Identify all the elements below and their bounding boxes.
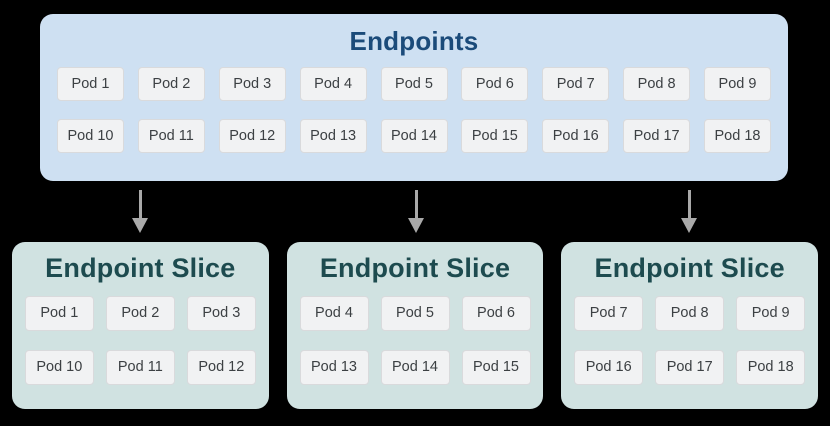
pod-node: Pod 3 — [186, 295, 256, 331]
pod-node: Pod 1 — [24, 295, 94, 331]
endpoints-box: Endpoints Pod 1 Pod 2 Pod 3 Pod 4 Pod 5 … — [40, 14, 788, 181]
slice-pod-row-2: Pod 16 Pod 17 Pod 18 — [574, 349, 806, 385]
endpoint-slice-title: Endpoint Slice — [319, 253, 511, 283]
pod-node: Pod 17 — [655, 349, 725, 385]
pod-node: Pod 4 — [299, 66, 367, 101]
pod-node: Pod 9 — [736, 295, 806, 331]
pod-node: Pod 4 — [299, 295, 369, 331]
slice-pod-grid: Pod 1 Pod 2 Pod 3 Pod 10 Pod 11 Pod 12 — [24, 295, 256, 385]
slice-pod-row-2: Pod 10 Pod 11 Pod 12 — [24, 349, 256, 385]
slice-pod-row-1: Pod 7 Pod 8 Pod 9 — [574, 295, 806, 331]
pod-node: Pod 14 — [380, 118, 448, 153]
pod-node: Pod 5 — [380, 66, 448, 101]
pod-node: Pod 14 — [380, 349, 450, 385]
pod-node: Pod 15 — [461, 349, 531, 385]
down-arrow-icon — [681, 190, 697, 233]
endpoint-slices-row: Endpoint Slice Pod 1 Pod 2 Pod 3 Pod 10 … — [12, 242, 819, 409]
pod-node: Pod 6 — [461, 66, 529, 101]
pod-node: Pod 3 — [218, 66, 286, 101]
arrow-stem — [138, 190, 142, 218]
endpoints-pod-row-2: Pod 10 Pod 11 Pod 12 Pod 13 Pod 14 Pod 1… — [57, 118, 771, 153]
pod-node: Pod 2 — [105, 295, 175, 331]
arrow-stem — [687, 190, 691, 218]
pod-node: Pod 10 — [57, 118, 124, 153]
pod-node: Pod 8 — [655, 295, 725, 331]
arrow-stem — [414, 190, 418, 218]
endpoints-title: Endpoints — [349, 26, 479, 56]
pod-node: Pod 10 — [24, 349, 94, 385]
endpoints-pod-row-1: Pod 1 Pod 2 Pod 3 Pod 4 Pod 5 Pod 6 Pod … — [57, 66, 771, 101]
endpoint-slice-box-2: Endpoint Slice Pod 4 Pod 5 Pod 6 Pod 13 … — [286, 242, 544, 409]
pod-node: Pod 5 — [380, 295, 450, 331]
pod-node: Pod 13 — [299, 118, 367, 153]
pod-node: Pod 12 — [218, 118, 286, 153]
pod-node: Pod 18 — [704, 118, 771, 153]
endpoint-slice-title: Endpoint Slice — [594, 253, 785, 283]
endpoints-pod-grid: Pod 1 Pod 2 Pod 3 Pod 4 Pod 5 Pod 6 Pod … — [40, 66, 788, 153]
arrow-head — [681, 218, 697, 233]
slice-pod-row-2: Pod 13 Pod 14 Pod 15 — [299, 349, 531, 385]
pod-node: Pod 2 — [137, 66, 205, 101]
pod-node: Pod 8 — [623, 66, 691, 101]
pod-node: Pod 6 — [461, 295, 531, 331]
arrow-head — [408, 218, 424, 233]
endpoint-slice-box-3: Endpoint Slice Pod 7 Pod 8 Pod 9 Pod 16 … — [561, 242, 819, 409]
pod-node: Pod 15 — [461, 118, 529, 153]
pod-node: Pod 16 — [542, 118, 610, 153]
slice-pod-row-1: Pod 1 Pod 2 Pod 3 — [24, 295, 256, 331]
endpoint-slice-box-1: Endpoint Slice Pod 1 Pod 2 Pod 3 Pod 10 … — [12, 242, 269, 409]
down-arrow-icon — [408, 190, 424, 233]
arrow-head — [132, 218, 148, 233]
slice-pod-grid: Pod 4 Pod 5 Pod 6 Pod 13 Pod 14 Pod 15 — [299, 295, 531, 385]
slice-pod-grid: Pod 7 Pod 8 Pod 9 Pod 16 Pod 17 Pod 18 — [574, 295, 806, 385]
pod-node: Pod 7 — [542, 66, 610, 101]
pod-node: Pod 12 — [186, 349, 256, 385]
pod-node: Pod 11 — [137, 118, 205, 153]
down-arrow-icon — [132, 190, 148, 233]
pod-node: Pod 9 — [704, 66, 771, 101]
pod-node: Pod 16 — [574, 349, 644, 385]
pod-node: Pod 11 — [105, 349, 175, 385]
pod-node: Pod 17 — [623, 118, 691, 153]
pod-node: Pod 13 — [299, 349, 369, 385]
slice-pod-row-1: Pod 4 Pod 5 Pod 6 — [299, 295, 531, 331]
pod-node: Pod 7 — [574, 295, 644, 331]
pod-node: Pod 1 — [57, 66, 124, 101]
pod-node: Pod 18 — [736, 349, 806, 385]
endpoint-slice-title: Endpoint Slice — [45, 253, 236, 283]
